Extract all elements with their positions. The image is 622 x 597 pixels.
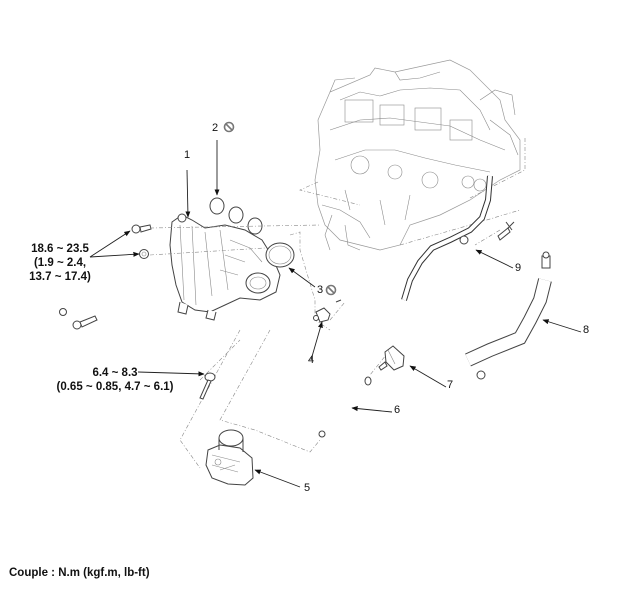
torque-spec-throttle: 6.4 ~ 8.3 (0.65 ~ 0.85, 4.7 ~ 6.1) xyxy=(40,366,190,394)
callout-6: 6 xyxy=(394,404,401,416)
callout-8: 8 xyxy=(583,324,590,336)
projection-lines xyxy=(149,224,501,469)
loose-nut xyxy=(59,308,67,316)
leader-7 xyxy=(409,365,447,388)
leader-torque-1a xyxy=(89,230,131,258)
leader-4 xyxy=(310,321,323,361)
pcv-hose xyxy=(318,376,372,438)
callout-2: 2 xyxy=(212,122,219,134)
gasket-set xyxy=(209,197,263,235)
throttle-bolt xyxy=(199,372,216,400)
callout-3: 3 xyxy=(317,284,324,296)
leader-lines xyxy=(89,140,582,488)
leader-torque-2 xyxy=(137,371,205,377)
torque-spec-kgfm: (1.9 ~ 2.4, xyxy=(33,257,87,269)
callout-9: 9 xyxy=(515,262,522,274)
leader-torque-1b xyxy=(89,251,140,258)
units-caption: Couple : N.m (kgf.m, lb-ft) xyxy=(9,567,150,579)
intake-manifold xyxy=(169,213,281,321)
prohibition-circle-icon xyxy=(223,121,235,133)
stud-bolt xyxy=(72,315,98,330)
vacuum-pipe xyxy=(401,175,515,301)
torque-spec-kgfm-lbft: (0.65 ~ 0.85, 4.7 ~ 6.1) xyxy=(56,381,174,393)
torque-spec-manifold: 18.6 ~ 23.5 (1.9 ~ 2.4, 13.7 ~ 17.4) xyxy=(28,242,92,284)
callout-7: 7 xyxy=(447,379,454,391)
leader-8 xyxy=(542,319,582,333)
callout-4: 4 xyxy=(308,354,315,366)
leader-3 xyxy=(288,267,316,288)
leader-9 xyxy=(475,249,514,269)
torque-spec-lbft: 13.7 ~ 17.4) xyxy=(29,271,91,283)
throttle-gasket xyxy=(265,242,295,268)
leader-1 xyxy=(185,169,191,218)
throttle-body xyxy=(205,429,254,486)
pcv-valve xyxy=(378,345,405,371)
map-sensor xyxy=(313,299,342,323)
breather-hose xyxy=(465,251,552,380)
manifold-nut xyxy=(139,249,149,259)
callout-5: 5 xyxy=(304,482,311,494)
engine-block-outline xyxy=(299,59,526,251)
torque-spec-nm: 6.4 ~ 8.3 xyxy=(92,367,138,379)
manifold-bolt-upper xyxy=(131,224,152,234)
leader-5 xyxy=(254,469,301,488)
torque-spec-nm: 18.6 ~ 23.5 xyxy=(31,243,89,255)
prohibition-circle-icon xyxy=(325,284,337,296)
callout-1: 1 xyxy=(184,149,191,161)
leader-6 xyxy=(351,406,393,413)
